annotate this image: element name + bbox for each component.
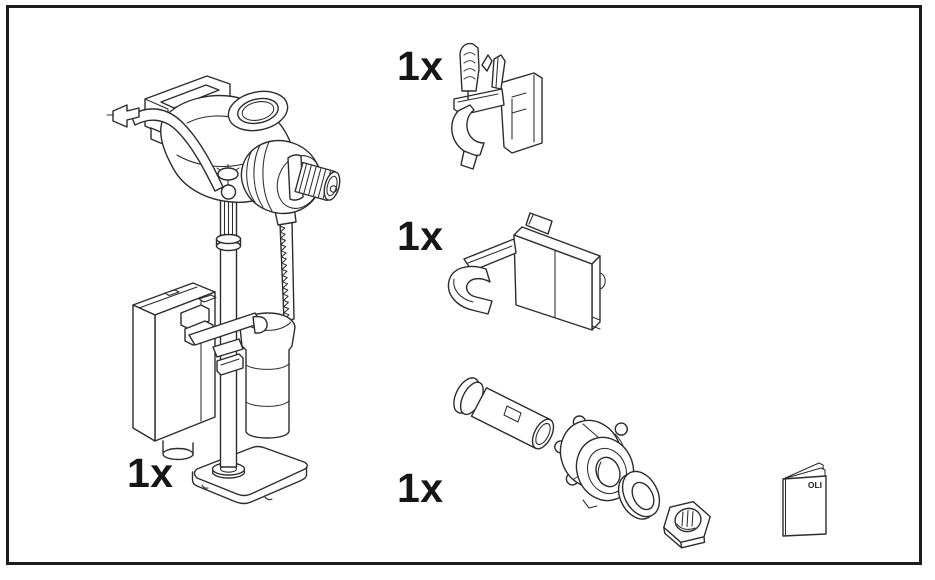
bracket-plate <box>513 234 593 331</box>
threaded-tube <box>453 377 555 450</box>
clip-corner-tab <box>481 54 493 72</box>
quantity-label-lower-bracket: 1x <box>397 213 444 259</box>
valve-base-plate <box>191 445 308 505</box>
valve-rack-strip <box>279 220 295 322</box>
instruction-booklet-illustration: OLI <box>782 462 827 537</box>
bracket-fork <box>447 265 493 315</box>
washer <box>617 470 661 520</box>
valve-adjuster-knob <box>216 163 240 200</box>
valve-top-ring <box>227 90 289 132</box>
valve-left-fork <box>112 104 140 128</box>
inlet-connector-set-illustration <box>453 377 711 549</box>
fill-valve-illustration <box>106 75 341 505</box>
clip-cradle <box>451 104 485 157</box>
valve-float-lever <box>130 108 224 192</box>
hex-nut <box>663 501 711 549</box>
bracket-top-tab <box>525 212 553 235</box>
booklet-label: OLI <box>808 480 822 490</box>
clip-plate <box>499 72 543 154</box>
valve-inlet-thread <box>287 154 341 202</box>
booklet-cover <box>782 475 827 537</box>
valve-head-assembly <box>106 75 341 226</box>
locking-nut <box>554 415 635 509</box>
quantity-label-fill-valve: 1x <box>127 450 174 496</box>
quantity-label-connector-set: 1x <box>397 465 444 511</box>
upper-fixing-clip-illustration <box>451 42 543 170</box>
clip-foot <box>460 150 478 170</box>
lower-fixing-bracket-illustration <box>447 212 606 331</box>
quantity-label-upper-clip: 1x <box>397 43 444 89</box>
bracket-side-lug <box>599 272 606 290</box>
valve-clamp-bracket <box>180 304 268 376</box>
clip-tab <box>491 54 506 90</box>
clip-flag <box>459 42 480 92</box>
valve-shank-cylinder <box>239 312 296 439</box>
